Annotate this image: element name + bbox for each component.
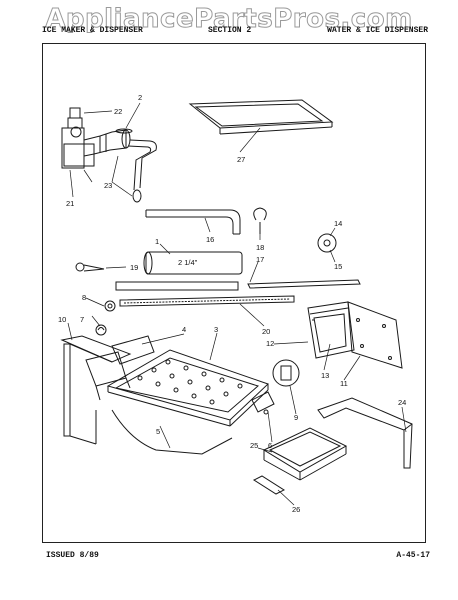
callout-6: 6	[268, 441, 272, 450]
callout-8: 8	[82, 293, 86, 302]
callout-11: 11	[340, 379, 348, 388]
callout-23: 23	[104, 181, 112, 190]
callout-20: 20	[262, 327, 270, 336]
callout-16: 16	[206, 235, 214, 244]
part-16-elbow-tube	[145, 209, 241, 235]
callout-19: 19	[130, 263, 138, 272]
part-1-fill-tube	[143, 251, 243, 275]
callout-7: 7	[80, 315, 84, 324]
leader-lines	[67, 102, 407, 506]
callout-3: 3	[214, 325, 218, 334]
part-18-clip	[253, 207, 267, 234]
part-11-housing	[347, 301, 403, 369]
callout-12: 12	[266, 339, 274, 348]
callout-22: 22	[114, 107, 122, 116]
callout-4: 4	[182, 325, 186, 334]
part-12-cover	[307, 301, 355, 359]
tube-size-label: 2 1/4"	[178, 258, 198, 267]
part-3-ice-mold	[106, 349, 269, 427]
part-24-chute	[317, 397, 413, 469]
callout-27: 27	[237, 155, 245, 164]
header-middle: SECTION 2	[208, 26, 252, 35]
part-26-bar	[252, 475, 286, 495]
part-4-head	[85, 335, 155, 401]
callout-14: 14	[334, 219, 342, 228]
header-left: ICE MAKER & DISPENSER	[42, 26, 143, 35]
diagram-header: ICE MAKER & DISPENSER SECTION 2 WATER & …	[42, 26, 428, 38]
callout-17: 17	[256, 255, 264, 264]
part-fill-rod	[115, 281, 239, 291]
part-9-switch-detail	[272, 359, 300, 387]
part-20-heater	[119, 295, 295, 307]
part-17-rod	[247, 279, 361, 289]
footer-page-number: A-45-17	[396, 551, 430, 560]
callout-10: 10	[58, 315, 66, 324]
callout-18: 18	[256, 243, 264, 252]
callout-24: 24	[398, 398, 406, 407]
callout-2: 2	[138, 93, 142, 102]
part-5-shutoff-arm	[111, 409, 233, 455]
part-10-bracket	[60, 335, 132, 445]
callout-25: 25	[250, 441, 258, 450]
part-8-fitting	[104, 300, 116, 312]
part-19-clamp	[75, 262, 105, 272]
watermark: AppliancePartsPros.com	[45, 4, 413, 35]
callout-labels: 2 22 23 21 27 16 18 14 15 1 17 19 20 8 7…	[58, 93, 406, 514]
callout-26: 26	[292, 505, 300, 514]
part-14-washer	[317, 233, 337, 253]
callout-9: 9	[294, 413, 298, 422]
footer-issued: ISSUED 8/89	[46, 551, 99, 560]
header-right: WATER & ICE DISPENSER	[327, 26, 428, 35]
part-21-water-valve	[61, 107, 157, 203]
callout-13: 13	[321, 371, 329, 380]
callout-1: 1	[155, 237, 159, 246]
callout-21: 21	[66, 199, 74, 208]
callout-5: 5	[156, 427, 160, 436]
part-25-ice-bin	[262, 427, 348, 481]
part-27-frame	[188, 99, 334, 135]
diagram-frame	[42, 43, 426, 543]
callout-15: 15	[334, 262, 342, 271]
part-7-fitting	[95, 324, 107, 336]
